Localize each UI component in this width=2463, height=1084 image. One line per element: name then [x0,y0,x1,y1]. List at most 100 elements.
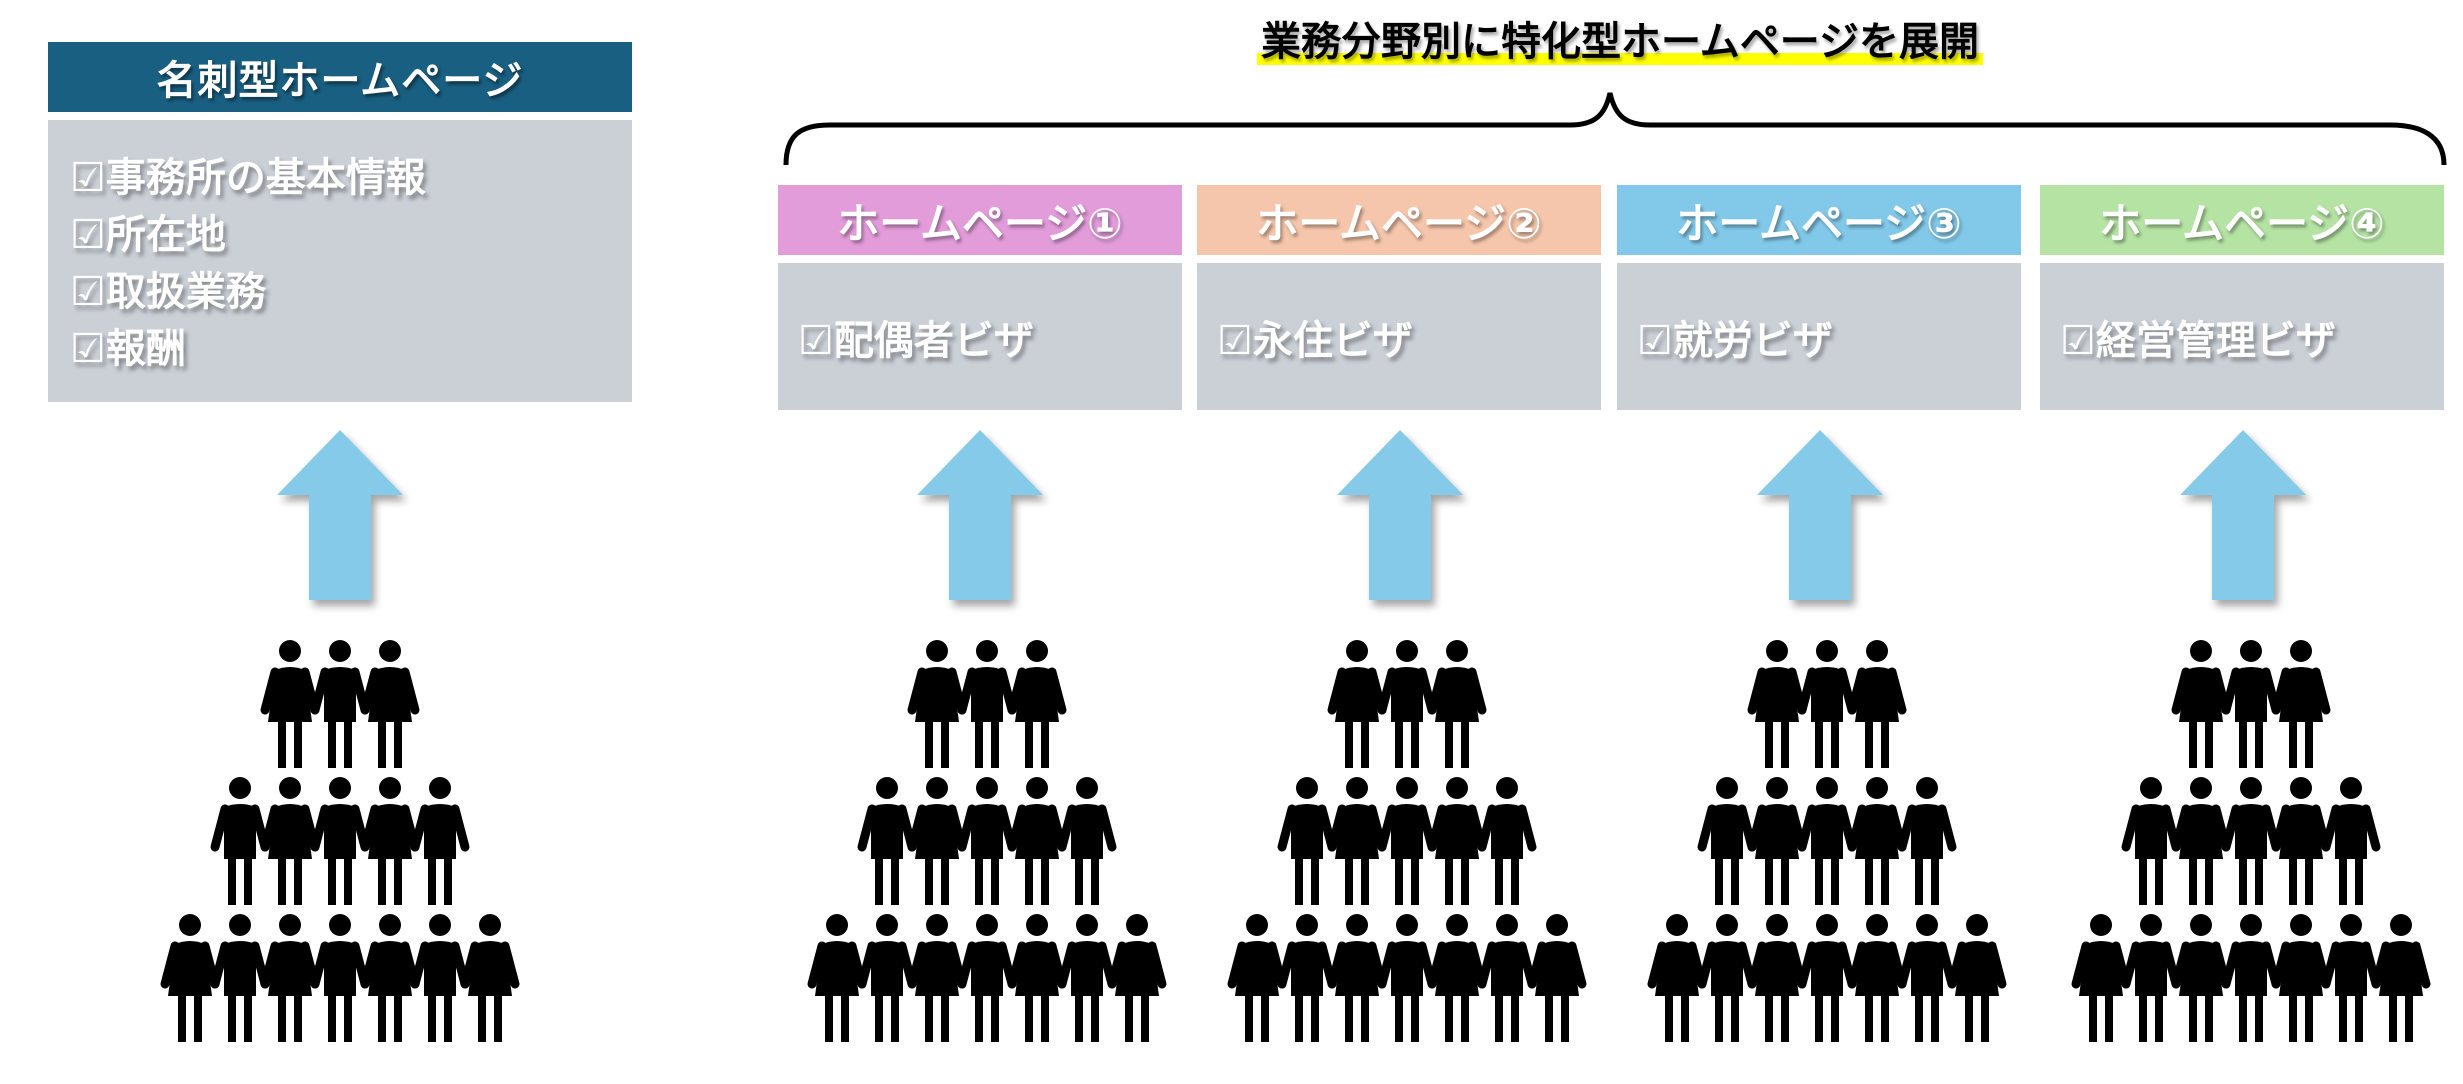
checklist-item: ☑取扱業務 [70,269,266,315]
homepage-2-body: ☑永住ビザ [1197,263,1601,410]
up-arrow-icon [277,430,403,600]
person-icon [2121,914,2181,1042]
person-icon [957,914,1017,1042]
person-icon [260,777,320,905]
person-icon [907,640,967,768]
person-icon [310,777,370,905]
checklist-item: ☑所在地 [70,212,226,258]
person-icon [2321,914,2381,1042]
person-icon [957,640,1017,768]
person-icon [1747,777,1807,905]
person-icon [1847,914,1907,1042]
person-icon [857,914,917,1042]
person-icon [1477,777,1537,905]
person-icon [260,640,320,768]
person-icon [2271,640,2331,768]
person-icon [1897,777,1957,905]
person-icon [1007,640,1067,768]
person-icon [957,777,1017,905]
person-icon [1477,914,1537,1042]
homepage-3-title: ホームページ③ [1617,185,2021,255]
person-icon [1377,914,1437,1042]
person-icon [2171,777,2231,905]
person-icon [1007,914,1067,1042]
person-icon [1377,777,1437,905]
person-icon [857,777,917,905]
person-icon [1377,640,1437,768]
person-icon [1697,914,1757,1042]
up-arrow-icon [1337,430,1463,600]
person-icon [360,914,420,1042]
person-icon [2221,640,2281,768]
homepage-3-body: ☑就労ビザ [1617,263,2021,410]
person-icon [2321,777,2381,905]
homepage-1-title: ホームページ① [778,185,1182,255]
person-icon [1057,777,1117,905]
person-icon [360,640,420,768]
curly-brace-icon [783,92,2447,166]
person-icon [1427,640,1487,768]
person-icon [1797,914,1857,1042]
up-arrow-icon [917,430,1043,600]
person-icon [2171,640,2231,768]
homepage-2-item: ☑永住ビザ [1217,317,1413,364]
person-icon [1327,777,1387,905]
person-icon [2071,914,2131,1042]
person-icon [210,777,270,905]
person-icon [2121,777,2181,905]
person-icon [1427,777,1487,905]
homepage-2-title: ホームページ② [1197,185,1601,255]
up-arrow-icon [1757,430,1883,600]
checklist-item: ☑事務所の基本情報 [70,155,426,201]
person-icon [907,914,967,1042]
person-icon [1747,640,1807,768]
person-icon [410,914,470,1042]
person-icon [1427,914,1487,1042]
person-icon [1847,640,1907,768]
homepage-4-body: ☑経営管理ビザ [2040,263,2444,410]
homepage-4-title: ホームページ④ [2040,185,2444,255]
person-icon [1057,914,1117,1042]
homepage-4-item: ☑経営管理ビザ [2060,317,2336,364]
person-icon [1697,777,1757,905]
person-icon [1007,777,1067,905]
person-icon [310,914,370,1042]
person-icon [807,914,867,1042]
person-icon [1277,777,1337,905]
person-icon [310,640,370,768]
person-icon [1327,914,1387,1042]
person-icon [1847,777,1907,905]
checklist-item: ☑報酬 [70,326,186,372]
person-icon [907,777,967,905]
person-icon [2171,914,2231,1042]
person-icon [1107,914,1167,1042]
person-icon [1527,914,1587,1042]
person-icon [1897,914,1957,1042]
person-icon [2221,777,2281,905]
person-icon [460,914,520,1042]
people-group-icon [807,640,1167,1042]
homepage-1-body: ☑配偶者ビザ [778,263,1182,410]
people-group-icon [1647,640,2007,1042]
person-icon [1227,914,1287,1042]
person-icon [410,777,470,905]
people-group-icon [1227,640,1587,1042]
person-icon [1797,640,1857,768]
headline: 業務分野別に特化型ホームページを展開 [1257,12,1983,72]
up-arrow-icon [2180,430,2306,600]
people-group-icon [2071,640,2431,1042]
person-icon [1277,914,1337,1042]
person-icon [260,914,320,1042]
person-icon [2371,914,2431,1042]
person-icon [1647,914,1707,1042]
person-icon [1747,914,1807,1042]
person-icon [1947,914,2007,1042]
person-icon [160,914,220,1042]
person-icon [2271,777,2331,905]
headline-container: 業務分野別に特化型ホームページを展開 [1220,12,2020,72]
person-icon [210,914,270,1042]
person-icon [360,777,420,905]
person-icon [1327,640,1387,768]
business-card-homepage-body: ☑事務所の基本情報 ☑所在地 ☑取扱業務 ☑報酬 [48,120,632,402]
people-group-icon [160,640,520,1042]
